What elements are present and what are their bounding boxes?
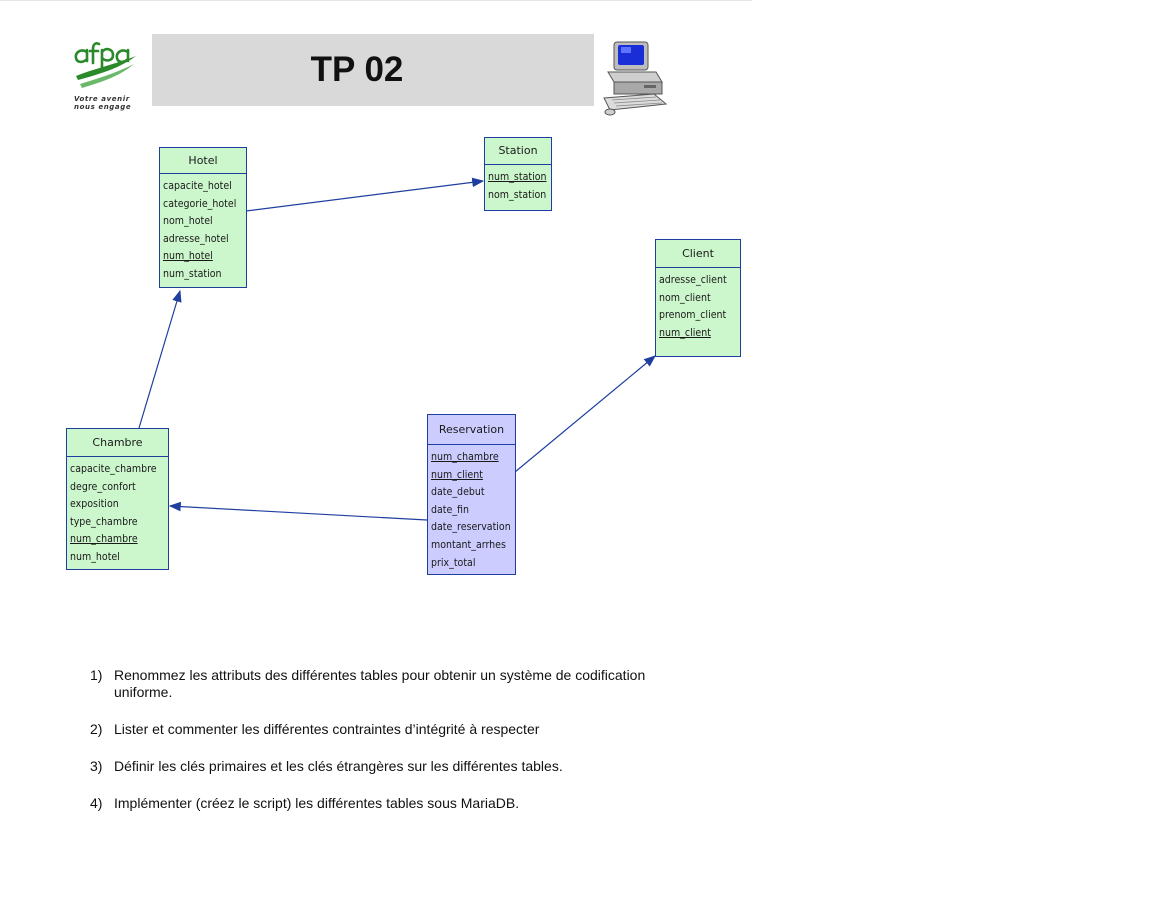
question-number: 3) bbox=[90, 758, 103, 774]
entity-chambre-name: Chambre bbox=[67, 429, 168, 457]
title-banner: TP 02 bbox=[152, 34, 594, 106]
question-number: 1) bbox=[90, 667, 103, 683]
question-text: Renommez les attributs des différentes t… bbox=[114, 667, 646, 700]
attr-num-client-pk: num_client bbox=[431, 467, 483, 481]
attr-categorie-hotel: categorie_hotel bbox=[163, 196, 237, 210]
attr-adresse-client: adresse_client bbox=[659, 273, 727, 286]
question-text: Lister et commenter les différentes cont… bbox=[114, 721, 540, 737]
logo-tagline-line2: nous engage bbox=[74, 103, 132, 111]
attr-num-station-pk: num_station bbox=[488, 170, 547, 183]
page-top-border bbox=[0, 0, 752, 1]
afpa-logo: Votre avenir nous engage bbox=[70, 38, 142, 118]
attr-date-fin: date_fin bbox=[431, 502, 470, 516]
question-item: 3) Définir les clés primaires et les clé… bbox=[90, 758, 690, 775]
attr-adresse-hotel: adresse_hotel bbox=[163, 231, 229, 245]
attr-capacite-chambre: capacite_chambre bbox=[70, 462, 157, 475]
entity-client[interactable]: Client adresse_client nom_client prenom_… bbox=[655, 239, 741, 357]
link-reservation-chambre bbox=[168, 501, 428, 521]
attr-num-client-pk: num_client bbox=[659, 325, 711, 339]
attr-type-chambre: type_chambre bbox=[70, 514, 138, 528]
attr-degre-confort: degre_confort bbox=[70, 479, 136, 493]
question-number: 4) bbox=[90, 795, 103, 811]
attr-num-chambre-pk: num_chambre bbox=[70, 532, 138, 546]
entity-station[interactable]: Station num_station nom_station bbox=[484, 137, 552, 211]
attr-prix-total: prix_total bbox=[431, 555, 476, 569]
entity-reservation-name: Reservation bbox=[428, 415, 515, 445]
entity-reservation[interactable]: Reservation num_chambre num_client date_… bbox=[427, 414, 516, 575]
question-text: Définir les clés primaires et les clés é… bbox=[114, 758, 563, 774]
attr-montant-arrhes: montant_arrhes bbox=[431, 537, 506, 551]
entity-hotel[interactable]: Hotel capacite_hotel categorie_hotel nom… bbox=[159, 147, 247, 288]
entity-client-name: Client bbox=[656, 240, 740, 268]
attr-nom-client: nom_client bbox=[659, 290, 711, 304]
attr-nom-station: nom_station bbox=[488, 187, 547, 201]
attr-nom-hotel: nom_hotel bbox=[163, 214, 213, 228]
question-item: 1) Renommez les attributs des différente… bbox=[90, 667, 690, 701]
relationship-links bbox=[138, 177, 656, 521]
entity-station-name: Station bbox=[485, 138, 551, 165]
er-diagram: Hotel capacite_hotel categorie_hotel nom… bbox=[0, 0, 760, 600]
entity-hotel-name: Hotel bbox=[160, 148, 246, 174]
attr-date-debut: date_debut bbox=[431, 485, 485, 499]
question-item: 4) Implémenter (créez le script) les dif… bbox=[90, 795, 690, 812]
attr-num-chambre-pk: num_chambre bbox=[431, 450, 499, 463]
logo-tagline-line1: Votre avenir bbox=[74, 95, 130, 103]
attr-num-hotel-pk: num_hotel bbox=[163, 249, 213, 263]
question-number: 2) bbox=[90, 721, 103, 737]
link-chambre-hotel bbox=[138, 289, 182, 429]
entity-chambre[interactable]: Chambre capacite_chambre degre_confort e… bbox=[66, 428, 169, 570]
attr-num-station: num_station bbox=[163, 266, 222, 280]
page-title: TP 02 bbox=[310, 50, 404, 89]
attr-num-hotel: num_hotel bbox=[70, 549, 120, 563]
exercise-questions: 1) Renommez les attributs des différente… bbox=[90, 667, 690, 812]
question-item: 2) Lister et commenter les différentes c… bbox=[90, 721, 690, 738]
computer-icon bbox=[600, 38, 670, 116]
link-hotel-station bbox=[245, 177, 485, 212]
attr-capacite-hotel: capacite_hotel bbox=[163, 179, 232, 192]
link-reservation-client bbox=[514, 355, 656, 473]
attr-prenom-client: prenom_client bbox=[659, 308, 727, 322]
attr-date-reservation: date_reservation bbox=[431, 520, 511, 534]
attr-exposition: exposition bbox=[70, 497, 119, 511]
question-text: Implémenter (créez le script) les différ… bbox=[114, 795, 520, 811]
